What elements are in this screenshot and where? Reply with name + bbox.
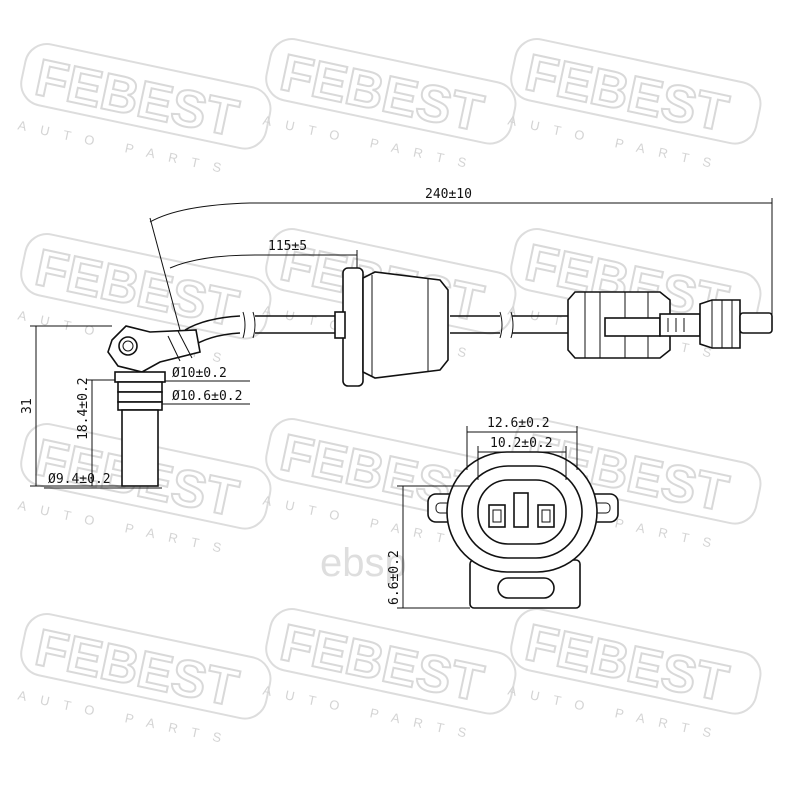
sensor bbox=[107, 325, 201, 487]
connector-height-label: 6.6±0.2 bbox=[387, 550, 402, 605]
grommet-distance-dimension: 115±5 bbox=[169, 239, 358, 270]
outer-diameter-label: Ø10.6±0.2 bbox=[172, 389, 242, 404]
end-view-pin-left bbox=[488, 504, 506, 528]
watermark-tile: FEBEST AUTO PARTS bbox=[507, 38, 762, 173]
grommet bbox=[334, 267, 449, 387]
watermark-frame bbox=[510, 418, 762, 525]
sensor-head-edge bbox=[177, 330, 193, 359]
end-view-center-rib bbox=[513, 492, 529, 528]
end-view-pin-right bbox=[537, 504, 555, 528]
total-length-arc bbox=[149, 202, 772, 223]
sensor-shaft bbox=[121, 409, 159, 487]
sensor-oring bbox=[117, 381, 163, 393]
connector-dimensions: 12.6±0.2 10.2±0.2 6.6±0.2 bbox=[387, 416, 578, 609]
sensor-dimensions: 31 18.4±0.2 Ø9.4±0.2 Ø10±0.2 Ø10.6±0.2 bbox=[20, 325, 250, 489]
connector-end-view bbox=[427, 451, 619, 609]
sensor-mount-hole bbox=[118, 336, 138, 356]
oem-watermark: ebsp bbox=[320, 541, 407, 585]
connector-inner-label: 10.2±0.2 bbox=[490, 436, 553, 451]
sensor-oring bbox=[117, 391, 163, 403]
connector-seal bbox=[699, 299, 741, 349]
total-length-dimension: 240±10 bbox=[149, 187, 773, 331]
grommet-flange bbox=[342, 267, 364, 387]
inner-diameter-label: Ø10±0.2 bbox=[172, 366, 227, 381]
end-view-pin-left-inner bbox=[492, 509, 502, 523]
watermark-frame bbox=[265, 608, 517, 715]
grommet-body bbox=[362, 271, 449, 379]
sensor-oring bbox=[117, 401, 163, 411]
watermark-tile: FEBEST AUTO PARTS bbox=[507, 608, 762, 743]
sensor-collar bbox=[114, 371, 166, 383]
watermark-frame bbox=[20, 233, 272, 340]
sensor-head-edge bbox=[167, 335, 181, 362]
total-length-ext-left bbox=[149, 217, 181, 331]
grommet-neck bbox=[334, 311, 346, 339]
connector-terminal bbox=[659, 313, 701, 337]
grommet-distance-arc bbox=[169, 254, 357, 269]
total-length-label: 240±10 bbox=[425, 187, 472, 202]
sensor-body-label: 18.4±0.2 bbox=[76, 377, 91, 440]
watermark-tile: FEBEST AUTO PARTS bbox=[262, 38, 517, 173]
sensor-mount-hole-inner bbox=[122, 340, 134, 352]
cable-bend bbox=[184, 315, 241, 331]
cable-break-mark bbox=[499, 311, 503, 339]
connector-side bbox=[567, 291, 773, 359]
watermark-frame bbox=[510, 608, 762, 715]
watermark-tile: FEBEST AUTO PARTS bbox=[17, 613, 272, 748]
cable-break-mark bbox=[252, 311, 256, 339]
sensor-width-label: Ø9.4±0.2 bbox=[48, 472, 111, 487]
watermark-frame bbox=[20, 43, 272, 150]
watermark-frame bbox=[265, 38, 517, 145]
grommet-distance-label: 115±5 bbox=[268, 239, 307, 254]
watermark-tile: FEBEST AUTO PARTS bbox=[17, 43, 272, 178]
watermark-tile: FEBEST AUTO PARTS bbox=[262, 608, 517, 743]
sensor-height-label: 31 bbox=[20, 398, 35, 414]
connector-outer-label: 12.6±0.2 bbox=[487, 416, 550, 431]
cable-break-mark bbox=[242, 311, 246, 339]
cable-break-mark bbox=[510, 311, 514, 339]
end-view-pin-right-inner bbox=[541, 509, 551, 523]
watermark-frame bbox=[20, 613, 272, 720]
connector-latch bbox=[604, 317, 661, 337]
watermark-frame bbox=[510, 38, 762, 145]
connector-tip bbox=[739, 312, 773, 334]
end-view-key bbox=[497, 577, 555, 599]
